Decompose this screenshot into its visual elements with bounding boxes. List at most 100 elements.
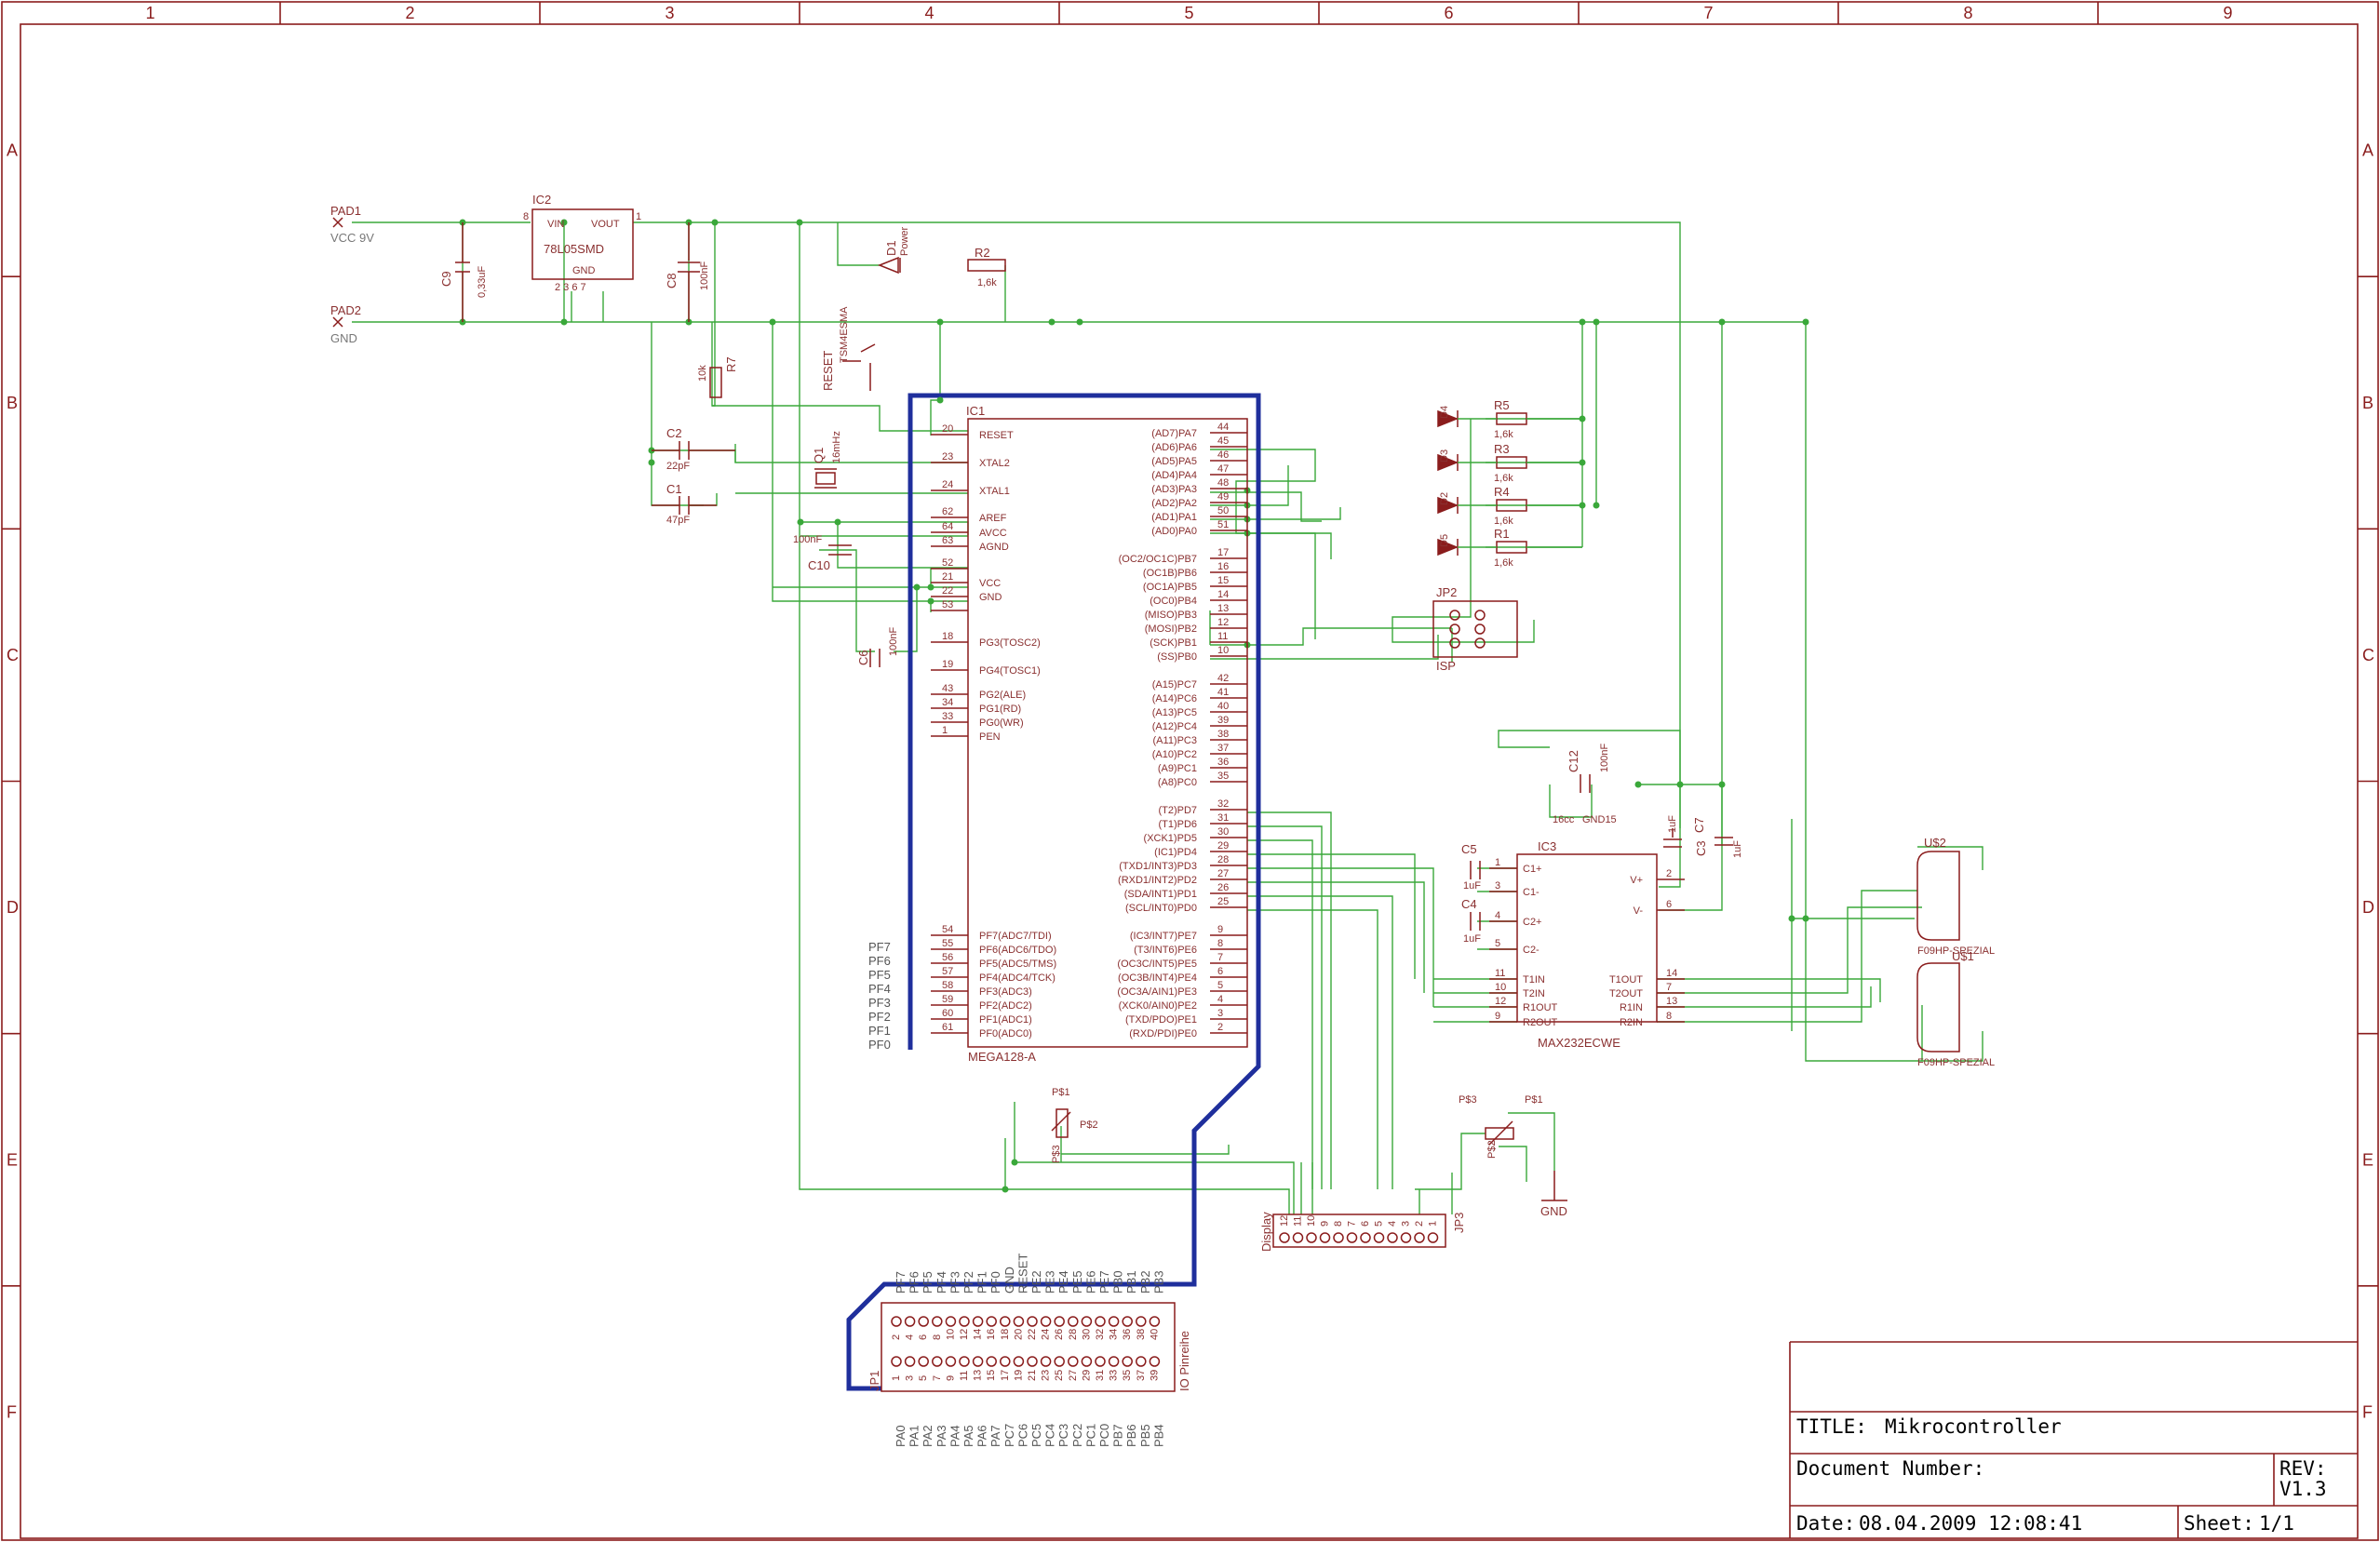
ic1-atmega128[interactable]: IC1 MEGA128-A 20RESET23XTAL224XTAL162ARE… [931, 404, 1248, 1064]
db9-connector-upper[interactable]: U$2 F09HP-SPEZIAL [1916, 836, 1995, 957]
jp1-pin [1095, 1316, 1106, 1327]
row-label-right: E [2362, 1150, 2373, 1169]
led-symbol [1437, 496, 1459, 515]
ic3-max232[interactable]: IC3 MAX232ECWE 16cc GND15 1C1+3C1-4C2+5C… [1489, 814, 1685, 1050]
capacitor-c7[interactable]: C7 1uF [1692, 817, 1743, 858]
capacitor-c3[interactable]: C3 1uF [1663, 815, 1708, 856]
ic1-pin-name: (T1)PD6 [1158, 819, 1197, 830]
ic1-pin-number: 45 [1217, 436, 1229, 447]
junction-dot [1802, 915, 1809, 922]
junction-dot [1634, 781, 1642, 788]
db9-connector-lower[interactable]: U$1 F09HP-SPEZIAL [1916, 949, 1995, 1068]
ic1-pin-number: 49 [1217, 491, 1229, 503]
ic1-pin-name: PG2(ALE) [979, 690, 1026, 701]
capacitor-c10[interactable]: 100nF C10 [793, 534, 852, 572]
ic1-pin-name: (SS)PB0 [1157, 651, 1197, 663]
jp1-pin-number: 30 [1081, 1329, 1092, 1340]
column-label: 9 [2224, 4, 2233, 22]
capacitor-c9[interactable]: C9 0,33uF [439, 222, 488, 322]
pf-label: PF5 [868, 968, 891, 982]
jp1-top-label: PF1 [975, 1271, 989, 1294]
potentiometer-contrast[interactable]: P$1 P$2 P$3 [1051, 1087, 1098, 1163]
ic1-pin-number: 46 [1217, 449, 1229, 461]
resistor-r2[interactable]: R2 1,6k [967, 246, 1006, 288]
ic1-pin-name: (A9)PC1 [1158, 763, 1197, 774]
jp1-pin-number: 5 [918, 1375, 929, 1381]
ic3-pin-number: 13 [1666, 996, 1677, 1007]
svg-text:Display: Display [1259, 1212, 1273, 1252]
io-header-jp1[interactable]: 2143658710912111413161518172019222124232… [867, 1254, 1191, 1447]
capacitor-c4[interactable]: C4 1uF [1461, 897, 1481, 945]
capacitor-c5[interactable]: C5 1uF [1461, 842, 1481, 892]
ic1-pin-name: (OC3C/INT5)PE5 [1117, 959, 1197, 970]
resistor-r7[interactable]: 10k R7 [697, 356, 738, 398]
isp-header-jp2[interactable]: JP2 ISP [1432, 585, 1518, 673]
capacitor-c12[interactable]: C12 100nF [1566, 744, 1610, 793]
led-d1-power[interactable]: D1 Power [877, 226, 910, 275]
svg-text:1uF: 1uF [1667, 815, 1678, 833]
column-label: 2 [406, 4, 415, 22]
ic1-pin-name: (SCL/INT0)PD0 [1125, 903, 1197, 914]
ic3-pin-number: 9 [1495, 1011, 1500, 1022]
jp1-pin-number: 17 [1000, 1370, 1011, 1381]
row-label-left: C [7, 646, 19, 664]
crystal-q1[interactable]: Q1 16mHz [812, 431, 842, 489]
svg-text:JP3: JP3 [1452, 1213, 1466, 1233]
ic1-pin-name: (IC1)PD4 [1154, 847, 1197, 858]
jp1-pin-number: 23 [1041, 1370, 1052, 1381]
capacitor-c2[interactable]: C2 22pF [652, 426, 735, 472]
ic1-pin-name: PF4(ADC4/TCK) [979, 972, 1056, 984]
ic1-pin-name: (OC3B/INT4)PE4 [1118, 972, 1197, 984]
svg-text:C7: C7 [1692, 817, 1706, 833]
ic1-pin-number: 57 [942, 966, 953, 977]
jp1-bottom-label: PC0 [1097, 1424, 1111, 1447]
column-label: 3 [666, 4, 675, 22]
svg-text:JP1: JP1 [867, 1371, 881, 1391]
junction-dot [796, 219, 803, 226]
svg-text:10k: 10k [697, 365, 708, 382]
ic3-pin-number: 5 [1495, 938, 1500, 949]
jp1-pin [1122, 1356, 1133, 1367]
jp1-pin [1068, 1316, 1079, 1327]
junction-dot [1011, 1159, 1018, 1166]
svg-text:IC2: IC2 [532, 193, 551, 207]
capacitor-c6[interactable]: C6 100nF [856, 627, 899, 667]
jp1-pin-number: 9 [945, 1375, 956, 1381]
capacitor-c8[interactable]: C8 100nF [665, 222, 710, 322]
svg-text:GND: GND [1540, 1204, 1567, 1218]
jp1-top-label: PE6 [1083, 1270, 1097, 1294]
svg-text:22pF: 22pF [666, 461, 690, 472]
jp1-pin-number: 7 [932, 1375, 943, 1381]
jp1-pin-number: 4 [905, 1334, 916, 1340]
capacitor-c1[interactable]: C1 47pF [652, 482, 717, 526]
ic3-pin-name: C1- [1523, 887, 1540, 898]
ic1-pin-number: 41 [1217, 687, 1229, 698]
led-symbol [1437, 453, 1459, 472]
junction-dot [1076, 318, 1083, 326]
ic1-pin-number: 53 [942, 599, 953, 610]
reset-switch[interactable]: RESET TSM4ESMA [821, 306, 876, 391]
jp1-pin [1108, 1316, 1120, 1327]
ic1-pin-number: 23 [942, 451, 953, 463]
jp1-pin [1054, 1356, 1065, 1367]
jp1-top-label: PE4 [1056, 1270, 1070, 1294]
jp1-top-label: PB2 [1138, 1270, 1152, 1294]
svg-text:0,33uF: 0,33uF [477, 265, 488, 298]
ic3-pin-number: 2 [1666, 868, 1672, 879]
ic3-pin-name: T1IN [1523, 974, 1545, 986]
pad1[interactable]: PAD1 VCC 9V [330, 204, 374, 245]
pad2[interactable]: PAD2 GND [330, 303, 361, 345]
svg-text:100nF: 100nF [1599, 744, 1610, 772]
ic1-pin-name: PG4(TOSC1) [979, 665, 1041, 677]
jp1-pin-number: 6 [918, 1334, 929, 1340]
ic1-pin-number: 26 [1217, 882, 1229, 893]
column-label: 1 [146, 4, 155, 22]
ic3-pin-number: 3 [1495, 880, 1500, 892]
junction-dot [936, 396, 944, 404]
junction-dot [1676, 781, 1684, 788]
ic2-voltage-regulator[interactable]: IC2 VIN VOUT GND 78L05SMD 8 1 2 3 6 7 [523, 193, 641, 293]
potentiometer-backlight[interactable]: P$3 P$1 P$2 [1459, 1094, 1543, 1159]
junction-dot [927, 597, 935, 605]
